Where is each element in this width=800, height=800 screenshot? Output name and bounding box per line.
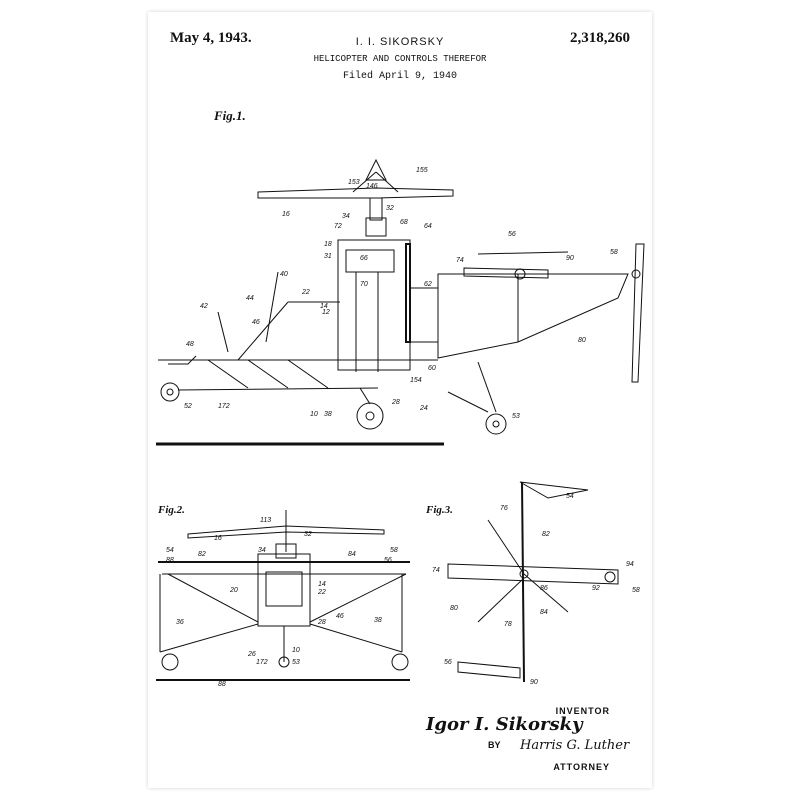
f2-ref-88: 88 (166, 557, 174, 564)
ref-60: 60 (428, 365, 436, 372)
ref-16: 16 (282, 211, 290, 218)
fig2-drawing (156, 510, 410, 681)
f3-ref-84: 84 (540, 609, 548, 616)
f2-ref-22: 22 (317, 589, 326, 596)
ref-31: 31 (324, 253, 332, 260)
ref-53: 53 (512, 413, 520, 420)
fig3-drawing (447, 481, 619, 683)
ref-154: 154 (410, 377, 422, 384)
inventor-header: I. I. SIKORSKY (355, 36, 445, 48)
reference-numbers: 155 153 146 32 16 34 72 68 64 18 31 66 5… (166, 167, 640, 688)
f2-ref-53: 53 (292, 659, 300, 666)
f3-ref-92: 92 (592, 585, 600, 592)
f2-ref-172: 172 (256, 659, 268, 666)
f3-ref-82: 82 (542, 531, 550, 538)
patent-title: HELICOPTER AND CONTROLS THEREFOR (313, 54, 487, 64)
ref-46: 46 (252, 319, 260, 326)
attorney-caption: ATTORNEY (553, 762, 610, 772)
f2-ref-28: 28 (317, 619, 326, 626)
f2-ref-16: 16 (214, 535, 222, 542)
f2-ref-36: 36 (176, 619, 184, 626)
ref-10: 10 (310, 411, 318, 418)
ref-42: 42 (200, 303, 208, 310)
f2-ref-56: 56 (384, 557, 392, 564)
ref-32: 32 (386, 205, 394, 212)
f3-ref-80: 80 (450, 605, 458, 612)
f3-ref-76: 76 (500, 505, 508, 512)
patent-sheet: May 4, 1943. I. I. SIKORSKY 2,318,260 HE… (148, 12, 652, 788)
ref-12: 12 (322, 309, 330, 316)
f2-ref-58: 58 (390, 547, 398, 554)
ref-62: 62 (424, 281, 432, 288)
by-label: BY (488, 740, 501, 750)
attorney-signature: Harris G. Luther (520, 738, 630, 753)
ref-64: 64 (424, 223, 432, 230)
ref-52: 52 (184, 403, 192, 410)
ref-48: 48 (186, 341, 194, 348)
ref-155: 155 (416, 167, 428, 174)
f2-ref-10: 10 (292, 647, 300, 654)
fig1-label: Fig.1. (214, 108, 246, 123)
f2-ref-88b: 88 (218, 681, 226, 688)
ref-66: 66 (360, 255, 368, 262)
f2-ref-26: 26 (247, 651, 256, 658)
f3-ref-78: 78 (504, 621, 512, 628)
f2-ref-32: 32 (304, 531, 312, 538)
patent-date: May 4, 1943. (170, 30, 252, 46)
ref-74: 74 (456, 257, 464, 264)
f2-ref-113: 113 (260, 517, 271, 524)
ref-146: 146 (366, 183, 378, 190)
inventor-signature: Igor I. Sikorsky (426, 714, 583, 735)
ref-80: 80 (578, 337, 586, 344)
ref-18: 18 (324, 241, 332, 248)
ref-90: 90 (566, 255, 574, 262)
f3-ref-56: 56 (444, 659, 452, 666)
ref-34: 34 (342, 213, 350, 220)
ref-44: 44 (246, 295, 254, 302)
fig2-label: Fig.2. (158, 504, 185, 516)
f2-ref-14: 14 (318, 581, 326, 588)
ref-70: 70 (360, 281, 368, 288)
ref-24: 24 (419, 405, 428, 412)
ref-56: 56 (508, 231, 516, 238)
ref-172: 172 (218, 403, 230, 410)
f3-ref-94: 94 (626, 561, 634, 568)
fig3-label: Fig.3. (426, 504, 453, 516)
f2-ref-20: 20 (229, 587, 238, 594)
ref-38: 38 (324, 411, 332, 418)
f2-ref-54: 54 (166, 547, 174, 554)
f2-ref-34: 34 (258, 547, 266, 554)
ref-58: 58 (610, 249, 618, 256)
f2-ref-82: 82 (198, 551, 206, 558)
f3-ref-54: 54 (566, 493, 574, 500)
ref-28: 28 (391, 399, 400, 406)
f3-ref-74: 74 (432, 567, 440, 574)
ref-14: 14 (320, 303, 328, 310)
f3-ref-58: 58 (632, 587, 640, 594)
ref-22: 22 (301, 289, 310, 296)
ref-153: 153 (348, 179, 360, 186)
inventor-caption: INVENTOR (555, 706, 610, 716)
f2-ref-46: 46 (336, 613, 344, 620)
ref-40: 40 (280, 271, 288, 278)
patent-number: 2,318,260 (570, 30, 630, 46)
f3-ref-86: 86 (540, 585, 548, 592)
f2-ref-38: 38 (374, 617, 382, 624)
ref-68: 68 (400, 219, 408, 226)
fig1-drawing (156, 158, 645, 446)
ref-72: 72 (334, 223, 342, 230)
filed-date: Filed April 9, 1940 (342, 71, 458, 82)
f2-ref-84: 84 (348, 551, 356, 558)
f3-ref-90: 90 (530, 679, 538, 686)
